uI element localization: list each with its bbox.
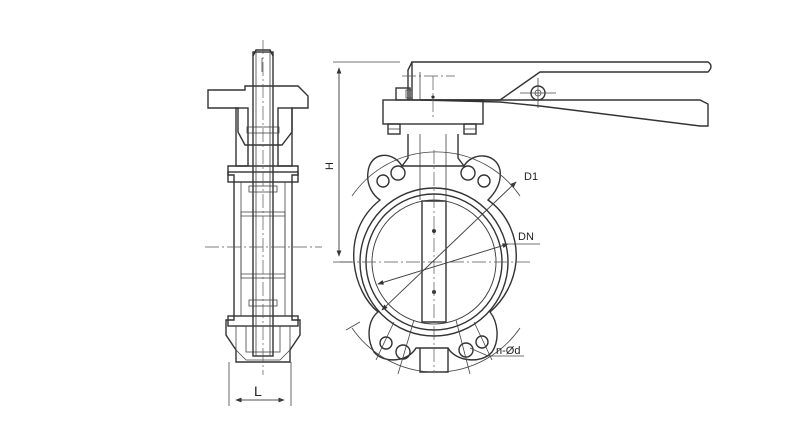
length-dimension-label: L <box>254 383 262 399</box>
height-dimension-label: H <box>324 162 336 170</box>
holes-label: n-Ød <box>496 345 520 357</box>
front-view: D1 DN n-Ød H <box>324 61 712 375</box>
bolt-circle-label: D1 <box>524 171 538 183</box>
nominal-diameter-label: DN <box>518 231 534 243</box>
side-section-view: L <box>205 40 322 406</box>
